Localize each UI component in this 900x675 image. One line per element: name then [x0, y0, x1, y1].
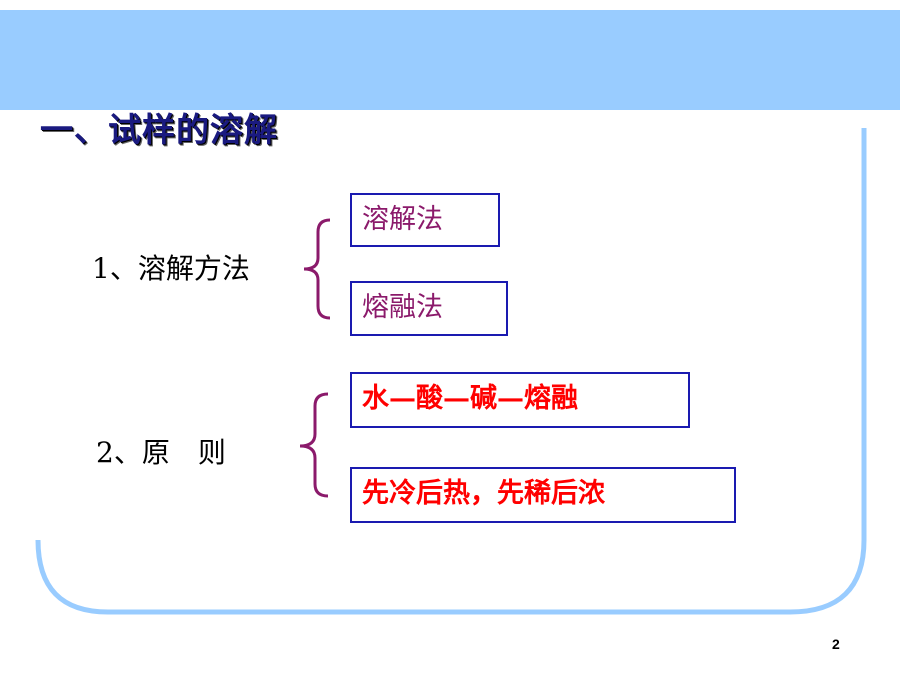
brace-section1	[303, 218, 331, 320]
page-number: 2	[832, 636, 840, 652]
principle-solvent-order-text: 水—酸—碱—熔融	[362, 383, 578, 414]
principle-solvent-order: 水—酸—碱—熔融	[350, 372, 690, 428]
header-band	[0, 10, 900, 110]
principle-temperature-concentration-text: 先冷后热，先稀后浓	[362, 478, 605, 509]
option-dissolution-method: 溶解法	[350, 193, 500, 247]
brace-section2	[299, 392, 329, 498]
slide-title: 一、试样的溶解	[40, 110, 278, 149]
option-fusion-method-text: 熔融法	[362, 292, 443, 323]
option-dissolution-method-text: 溶解法	[362, 204, 443, 235]
section1-label: 1、溶解方法	[92, 252, 250, 285]
section2-label: 2、原 则	[96, 436, 226, 469]
principle-temperature-concentration: 先冷后热，先稀后浓	[350, 467, 736, 523]
option-fusion-method: 熔融法	[350, 281, 508, 336]
